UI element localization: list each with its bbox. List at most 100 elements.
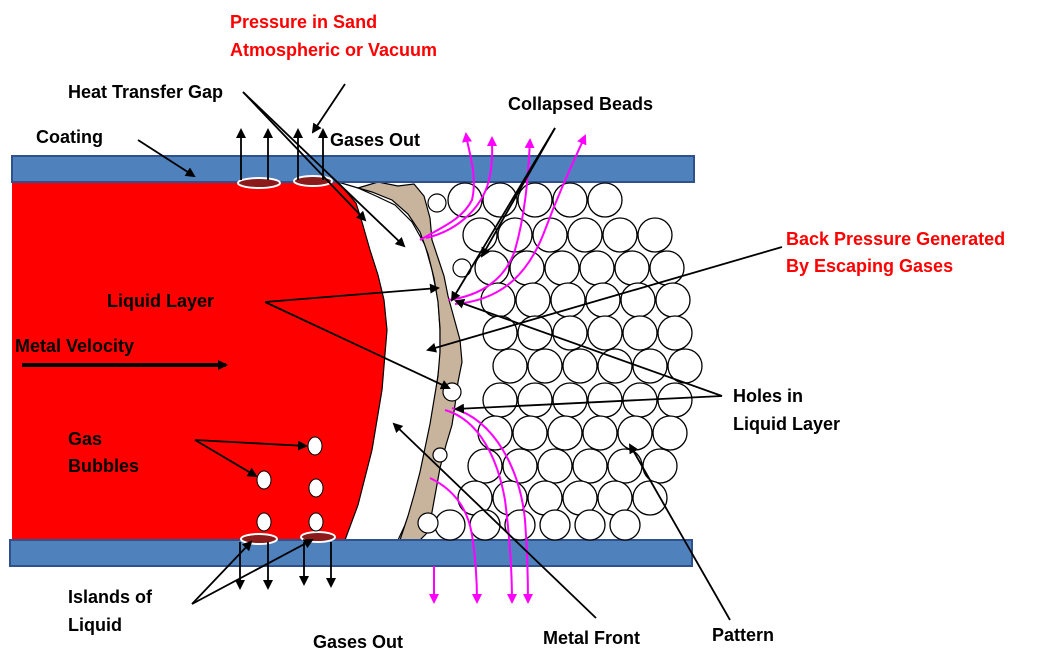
pattern-bead [447, 182, 483, 218]
gases-out-top-label: Gases Out [330, 130, 420, 150]
pattern-bead [502, 448, 538, 484]
pattern-bead [567, 217, 603, 253]
coating-label: Coating [36, 127, 103, 147]
islands-label-line1: Islands of [68, 587, 153, 607]
collapsed-bead [432, 447, 448, 463]
gas-bubble [256, 470, 272, 490]
pattern-bead [655, 282, 691, 318]
pattern-bead [657, 315, 693, 351]
pattern-bead [544, 250, 580, 286]
pattern-bead [527, 348, 563, 384]
pattern-bead [579, 250, 615, 286]
pattern-bead [632, 480, 668, 516]
pattern-bead [587, 182, 623, 218]
arrow-gas-bubbles-1 [194, 439, 308, 451]
gas-flow-line [429, 477, 482, 604]
arrow-pattern [629, 443, 731, 621]
pattern-bead [609, 509, 641, 541]
pattern-bead [539, 509, 571, 541]
molten-metal-region [12, 182, 387, 540]
gases-out-bottom-label: Gases Out [313, 632, 403, 652]
pattern-bead [582, 415, 618, 451]
pattern-bead [504, 509, 536, 541]
pattern-bead [492, 348, 528, 384]
pattern-bead [515, 282, 551, 318]
island-top-1 [237, 177, 281, 189]
collapsed-beads-label: Collapsed Beads [508, 94, 653, 114]
pattern-bead [434, 509, 466, 541]
pattern-bead [517, 382, 553, 418]
collapsed-bead [417, 512, 439, 534]
gas-flow-line [425, 136, 498, 239]
pattern-bead [482, 382, 518, 418]
arrow-heat-gap-1 [242, 91, 367, 222]
pattern-bead [587, 382, 623, 418]
pattern-beads [417, 182, 703, 541]
gas-flow-line [444, 409, 517, 604]
pattern-bead [517, 315, 553, 351]
coating-bottom [9, 539, 693, 567]
pattern-bead [512, 415, 548, 451]
arrow-coating [137, 139, 196, 178]
pattern-bead [607, 448, 643, 484]
pattern-bead [547, 415, 583, 451]
pattern-bead [469, 509, 501, 541]
pattern-bead [572, 448, 608, 484]
gas-flow-line [451, 407, 533, 604]
heat-transfer-gap-label: Heat Transfer Gap [68, 82, 223, 102]
pattern-bead [574, 509, 606, 541]
pointer-arrows [137, 83, 783, 621]
metal-front-label: Metal Front [543, 628, 640, 648]
arrow-back-pressure [426, 246, 783, 353]
arrow-holes-1 [454, 298, 723, 397]
island-bottom-1 [240, 533, 278, 545]
pattern-bead [622, 315, 658, 351]
gas-bubble [308, 478, 324, 498]
pressure-label-line2: Atmospheric or Vacuum [230, 40, 437, 60]
holes-label-line1: Holes in [733, 386, 803, 406]
arrow-liquid-layer-2 [264, 301, 451, 390]
arrow-pressure [311, 83, 346, 134]
pattern-bead [614, 250, 650, 286]
arrow-collapsed-2 [450, 127, 556, 302]
pattern-bead [552, 182, 588, 218]
pattern-bead [617, 415, 653, 451]
back-pressure-label-line1: Back Pressure Generated [786, 229, 1005, 249]
pattern-bead [652, 415, 688, 451]
gas-bubbles-label-line2: Bubbles [68, 456, 139, 476]
back-pressure-label-line2: By Escaping Gases [786, 256, 953, 276]
gas-bubble [256, 512, 272, 532]
pattern-bead [597, 348, 633, 384]
gas-bubble [307, 436, 323, 456]
pattern-label: Pattern [712, 625, 774, 645]
pattern-bead [537, 448, 573, 484]
pattern-bead [477, 415, 513, 451]
arrow-gas-bubbles-2 [194, 439, 258, 478]
gas-flow-line [454, 134, 587, 305]
pattern-bead [637, 217, 673, 253]
coating-top [11, 155, 695, 183]
metal-velocity-label: Metal Velocity [15, 336, 134, 356]
collapsed-bead [427, 193, 447, 213]
arrow-islands-2 [191, 539, 314, 605]
pattern-bead [657, 382, 693, 418]
pattern-bead [587, 315, 623, 351]
pattern-bead [552, 382, 588, 418]
arrow-liquid-layer-1 [264, 283, 440, 303]
pattern-bead [552, 315, 588, 351]
gas-flow-line [419, 132, 475, 241]
arrow-metal-front [392, 422, 597, 619]
gas-bubbles-label-line1: Gas [68, 429, 102, 449]
liquid-layer-label: Liquid Layer [107, 291, 214, 311]
island-bottom-2 [300, 531, 336, 543]
pattern-bead [602, 217, 638, 253]
pressure-label-line1: Pressure in Sand [230, 12, 377, 32]
arrow-islands-1 [191, 540, 253, 605]
pattern-bead [562, 348, 598, 384]
gas-bubbles [256, 436, 324, 532]
arrow-holes-2 [454, 395, 723, 414]
pattern-bead [474, 250, 510, 286]
pattern-bead [632, 348, 668, 384]
islands-label-line2: Liquid [68, 615, 122, 635]
